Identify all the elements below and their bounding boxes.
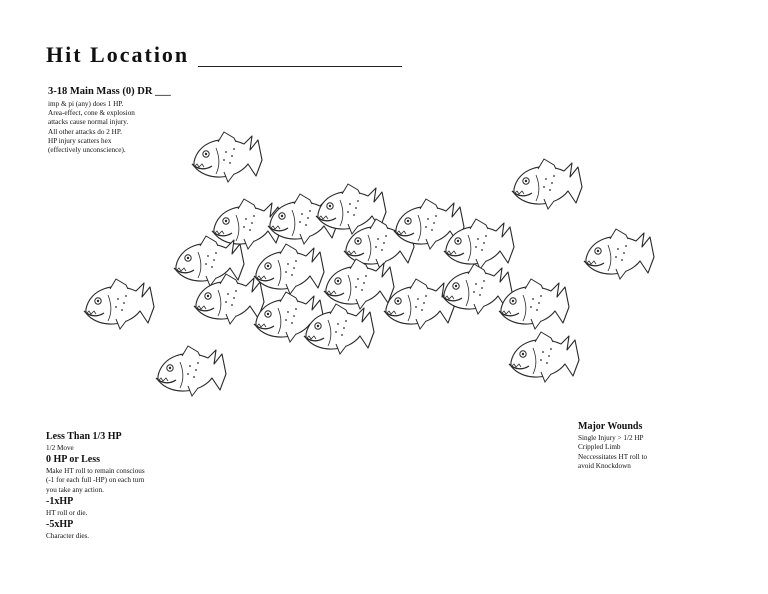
piranha-fish (193, 273, 265, 325)
main-mass-line: All other attacks do 2 HP. (48, 127, 122, 136)
main-mass-block: 3-18 Main Mass (0) DR ___ imp & pi (any)… (48, 86, 218, 156)
zero-hp-line: you take any action. (46, 485, 104, 494)
zero-hp-line: Make HT roll to remain conscious (46, 466, 145, 475)
neg-5x-hp-heading: -5xHP (46, 519, 74, 530)
piranha-fish (191, 131, 263, 183)
main-mass-line: attacks cause normal injury. (48, 118, 129, 127)
major-wounds-line: avoid Knockdown (578, 462, 631, 471)
main-mass-line: (effectively unconscience). (48, 146, 126, 155)
title-underline (198, 66, 402, 67)
major-wounds-line: Crippled Limb (578, 443, 621, 452)
neg-1x-hp-heading: -1xHP (46, 496, 74, 507)
piranha-fish (583, 228, 655, 280)
zero-hp-heading: 0 HP or Less (46, 454, 100, 465)
main-mass-heading: 3-18 Main Mass (0) DR ___ (48, 86, 171, 97)
piranha-fish (323, 258, 395, 310)
less-third-hp-text: 1/2 Move (46, 443, 74, 452)
main-mass-line: HP injury scatters hex (48, 137, 112, 146)
less-third-hp-heading: Less Than 1/3 HP (46, 431, 122, 442)
neg-1x-hp-text: HT roll or die. (46, 508, 88, 517)
major-wounds-heading: Major Wounds (578, 421, 643, 432)
piranha-fish (155, 345, 227, 397)
piranha-fish (253, 243, 325, 295)
major-wounds-line: Single Injury > 1/2 HP (578, 434, 644, 442)
piranha-fish (511, 158, 583, 210)
neg-5x-hp-text: Character dies. (46, 531, 90, 540)
main-mass-line: imp & pi (any) does 1 HP. (48, 99, 124, 108)
zero-hp-line: (-1 for each full -HP) on each turn (46, 476, 145, 484)
major-wounds-block: Major Wounds Single Injury > 1/2 HP Crip… (578, 421, 708, 471)
piranha-fish (383, 278, 455, 330)
page-title: Hit Location (46, 42, 190, 67)
hp-status-block: Less Than 1/3 HP 1/2 Move 0 HP or Less M… (46, 431, 226, 542)
piranha-fish (83, 278, 155, 330)
main-mass-line: Area-effect, cone & explosion (48, 108, 135, 117)
major-wounds-line: Neccessitates HT roll to (578, 452, 648, 461)
piranha-fish (508, 331, 580, 383)
